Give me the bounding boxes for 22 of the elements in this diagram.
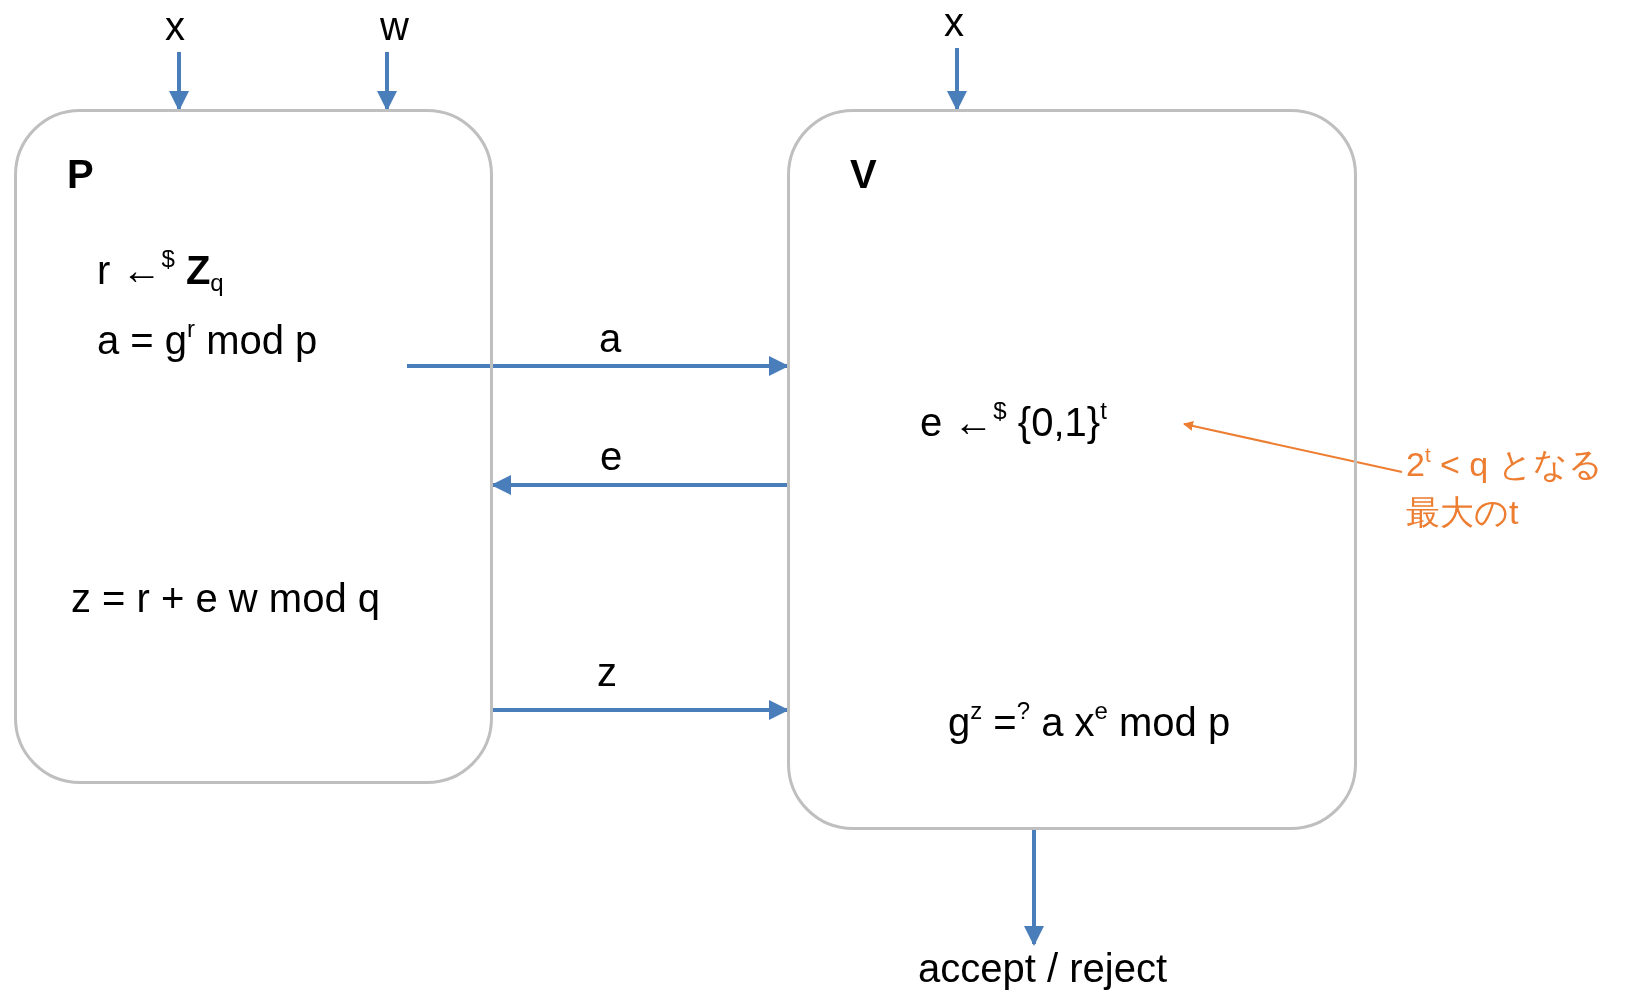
leader-arrow <box>1183 421 1403 473</box>
arrow <box>491 475 787 495</box>
output-label: accept / reject <box>918 948 1238 992</box>
party-box <box>787 109 1357 830</box>
input-label: w <box>380 6 410 48</box>
input-label: x <box>165 6 191 48</box>
party-label: V <box>850 154 877 194</box>
arrow <box>1024 830 1044 946</box>
arrow <box>493 700 789 720</box>
party-label: P <box>67 154 94 194</box>
arrow <box>169 52 189 111</box>
input-label: x <box>944 2 970 44</box>
annotation-text: 2$^{t}$ < q となる最大のt <box>1406 440 1626 530</box>
formula-text: a = g$^{r}$ mod p <box>97 320 403 368</box>
arrow <box>407 356 789 376</box>
arrow <box>947 48 967 111</box>
party-box <box>14 109 493 784</box>
formula-text: z = r + e w mod q <box>71 578 451 626</box>
arrow <box>377 52 397 111</box>
formula-text: e ←$^{$}$ {0,1}$^{t}$ <box>920 402 1180 452</box>
formula-text: r ←$^{$}$ Z$_{q}$ <box>97 250 297 298</box>
formula-text: g$^{z}$ =$^{?}$ a x$^{e}$ mod p <box>948 702 1328 752</box>
